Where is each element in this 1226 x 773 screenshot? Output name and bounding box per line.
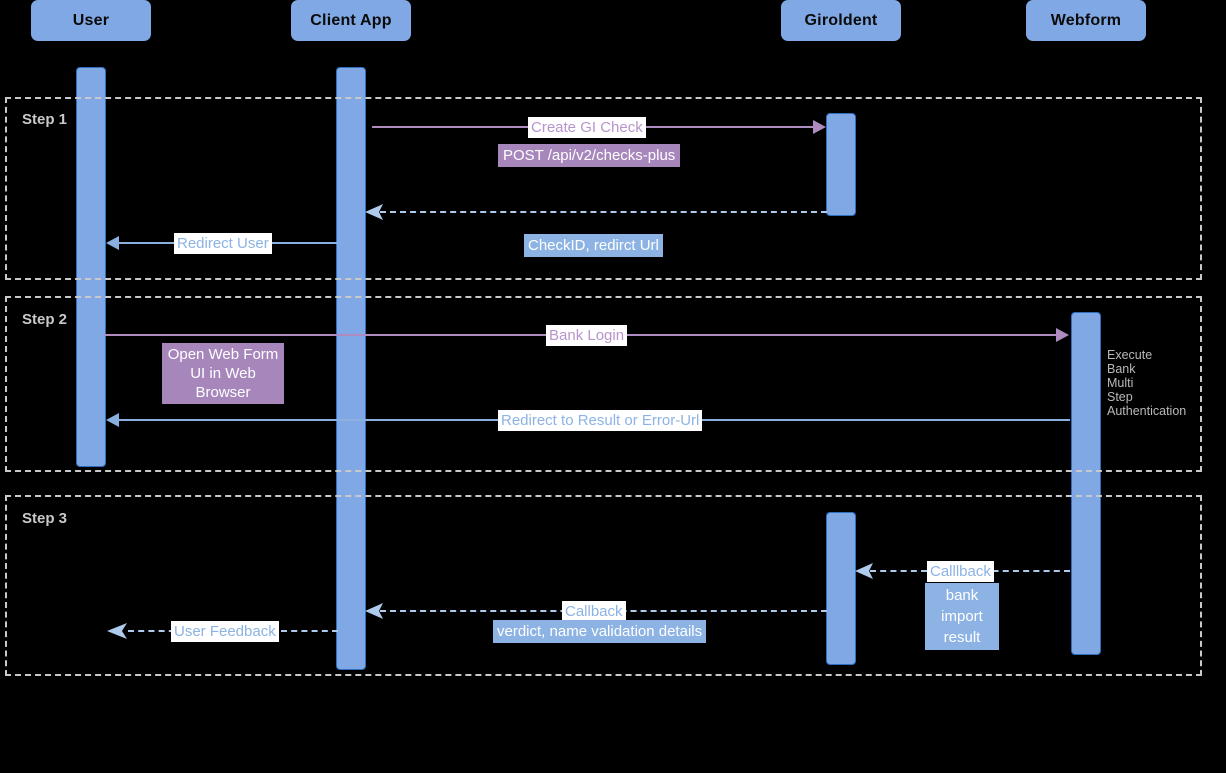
- message-line-checkid-return: [380, 211, 827, 213]
- participant-user[interactable]: User: [31, 0, 151, 41]
- message-label-user-feedback: User Feedback: [171, 621, 279, 642]
- step-frame-1: [5, 97, 1202, 280]
- activation-bar-giroident-step3: [826, 512, 856, 665]
- note-execute-bank-multi-step-auth: Execute Bank Multi Step Authentication: [1107, 348, 1187, 418]
- participant-client-app-label: Client App: [310, 11, 392, 29]
- message-sublabel-callback-verdict: verdict, name validation details: [493, 620, 707, 643]
- message-label-callback-bank-import: Calllback: [927, 561, 994, 582]
- participant-giroident-label: Giroldent: [804, 11, 878, 29]
- arrowhead-redirect-result: [106, 413, 119, 427]
- participant-user-label: User: [72, 11, 110, 29]
- participant-webform[interactable]: Webform: [1026, 0, 1146, 41]
- arrowhead-checkid-return: [365, 203, 385, 221]
- arrowhead-user-feedback: [107, 622, 131, 640]
- step-frame-3: [5, 495, 1202, 676]
- arrowhead-create-gi-check: [813, 120, 826, 134]
- message-sublabel-checkid-return: CheckID, redirct Url: [524, 234, 663, 257]
- message-label-redirect-user: Redirect User: [174, 233, 272, 254]
- message-label-bank-login: Bank Login: [546, 325, 628, 346]
- participant-client-app[interactable]: Client App: [291, 0, 411, 41]
- activation-bar-giroident-step1: [826, 113, 856, 216]
- message-sublabel-bank-import-result: bank import result: [925, 583, 999, 650]
- step-label-2: Step 2: [22, 311, 68, 328]
- arrowhead-callback-bank-import: [855, 562, 875, 580]
- participant-webform-label: Webform: [1050, 11, 1122, 29]
- arrowhead-redirect-user: [106, 236, 119, 250]
- step-label-1: Step 1: [22, 111, 68, 128]
- message-sublabel-create-gi-check: POST /api/v2/checks-plus: [498, 144, 681, 167]
- activation-bar-webform: [1071, 312, 1101, 655]
- arrowhead-callback-verdict: [365, 602, 385, 620]
- arrowhead-bank-login: [1056, 328, 1069, 342]
- participant-giroident[interactable]: Giroldent: [781, 0, 901, 41]
- message-label-redirect-result: Redirect to Result or Error-Url: [498, 410, 703, 431]
- step-frame-2: [5, 296, 1202, 472]
- activation-bar-client-app: [336, 67, 366, 670]
- message-sublabel-open-web-form: Open Web Form UI in Web Browser: [162, 343, 284, 404]
- activation-bar-user: [76, 67, 106, 467]
- message-label-create-gi-check: Create GI Check: [528, 117, 646, 138]
- message-label-callback-verdict: Callback: [562, 601, 626, 622]
- step-label-3: Step 3: [22, 510, 68, 527]
